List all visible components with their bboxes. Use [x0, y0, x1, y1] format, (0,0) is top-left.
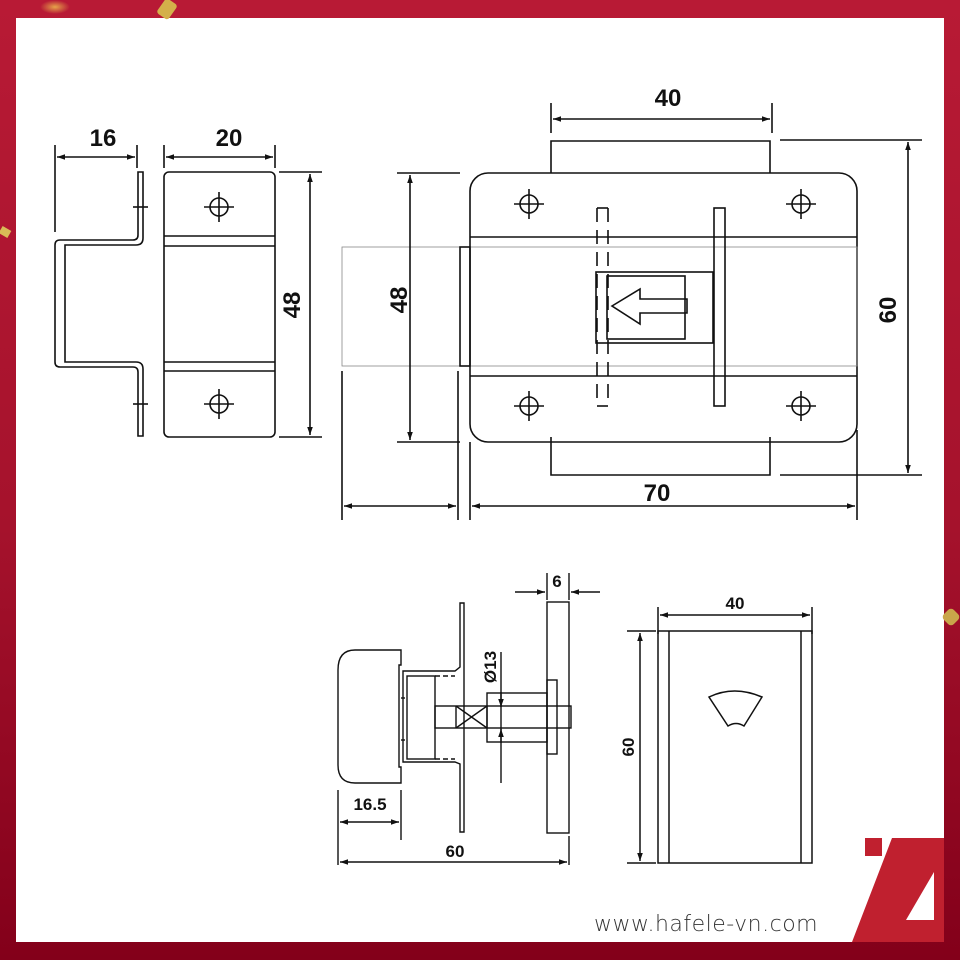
keeper-side-view [54, 145, 148, 437]
cover-plate-view [627, 607, 813, 864]
bolt-top-width-label: 40 [655, 85, 682, 112]
bolt-front-view [341, 103, 922, 520]
knob-depth-label: 16.5 [353, 795, 386, 814]
bolt-side-view [337, 573, 600, 865]
bolt-thickness-label: 6 [552, 572, 561, 591]
keeper-front-view [163, 145, 322, 438]
confetti-decoration [40, 0, 70, 14]
bolt-overall-depth-label: 60 [446, 842, 465, 861]
bolt-diameter-label: Ø13 [481, 651, 500, 683]
website-url[interactable]: www.hafele-vn.com [594, 912, 819, 937]
keeper-front-height-label: 48 [279, 292, 306, 319]
keeper-side-width-label: 16 [90, 125, 117, 152]
bolt-right-height-label: 60 [875, 297, 902, 324]
bolt-bottom-width-label: 70 [644, 480, 671, 507]
keeper-front-width-label: 20 [216, 125, 243, 152]
cover-width-label: 40 [726, 594, 745, 613]
bolt-left-height-label: 48 [386, 287, 413, 314]
cover-height-label: 60 [619, 738, 638, 757]
hafele-logo [852, 838, 944, 942]
